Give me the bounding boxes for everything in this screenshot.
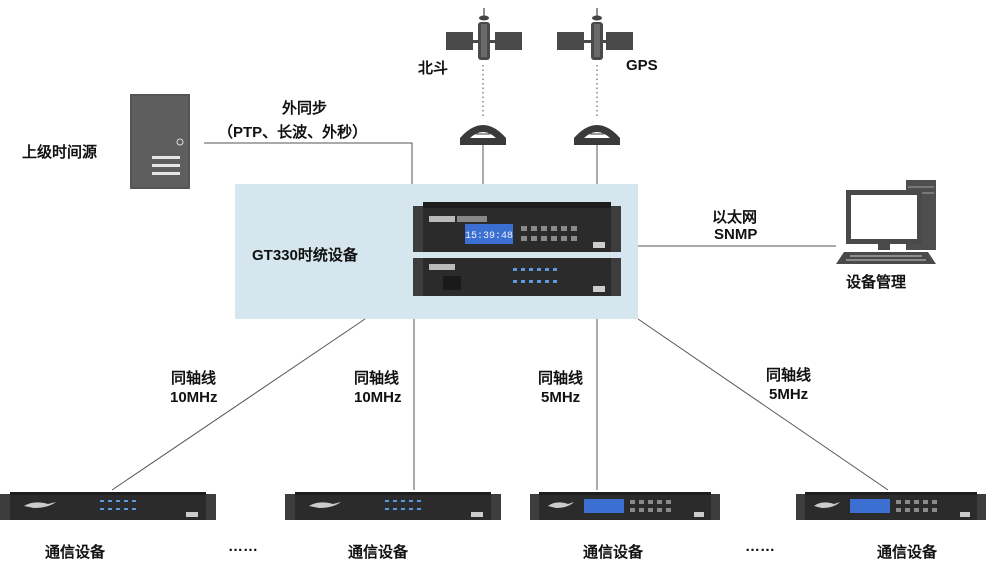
comm-device-icon: [285, 492, 501, 520]
comm-device-icon: [530, 492, 720, 520]
link-freq-label: 5MHz: [769, 386, 809, 403]
ext-sync-label: 外同步: [282, 100, 328, 117]
snmp-label: SNMP: [714, 226, 758, 243]
comm-device-label: 通信设备: [877, 544, 938, 561]
link-freq-label: 10MHz: [170, 389, 218, 406]
link-freq-label: 5MHz: [541, 389, 581, 406]
comm-device-label: 通信设备: [348, 544, 409, 561]
gt330-label: GT330时统设备: [252, 247, 358, 264]
coax-line-1: [111, 318, 366, 491]
comm-device-label: 通信设备: [583, 544, 644, 561]
gt330-screen-text: 15:39:48: [465, 231, 513, 242]
comm-device-icon: [796, 492, 986, 520]
ellipsis-label: ……: [228, 538, 258, 555]
upper-source-label: 上级时间源: [22, 144, 98, 161]
satellite-icon: [446, 8, 522, 60]
coax-line-4: [637, 318, 889, 491]
management-pc-icon: [836, 180, 936, 264]
ethernet-label: 以太网: [712, 209, 758, 226]
antenna-icon: [574, 125, 620, 145]
link-medium-label: 同轴线: [766, 367, 812, 384]
beidou-label: 北斗: [418, 60, 449, 77]
link-freq-label: 10MHz: [354, 389, 402, 406]
link-medium-label: 同轴线: [538, 370, 584, 387]
ext-sync-line: [204, 142, 413, 184]
mgmt-label: 设备管理: [846, 274, 907, 291]
server-tower-icon: [130, 94, 190, 189]
link-medium-label: 同轴线: [354, 370, 400, 387]
satellite-icon: [557, 8, 633, 60]
ellipsis-label: ……: [745, 538, 775, 555]
ext-sync-types-label: （PTP、长波、外秒）: [218, 124, 368, 141]
comm-device-icon: [0, 492, 216, 520]
gt330-device-icon: 15:39:48: [413, 202, 621, 296]
gps-label: GPS: [626, 57, 658, 74]
comm-device-label: 通信设备: [45, 544, 106, 561]
antenna-icon: [460, 125, 506, 145]
link-medium-label: 同轴线: [171, 370, 217, 387]
